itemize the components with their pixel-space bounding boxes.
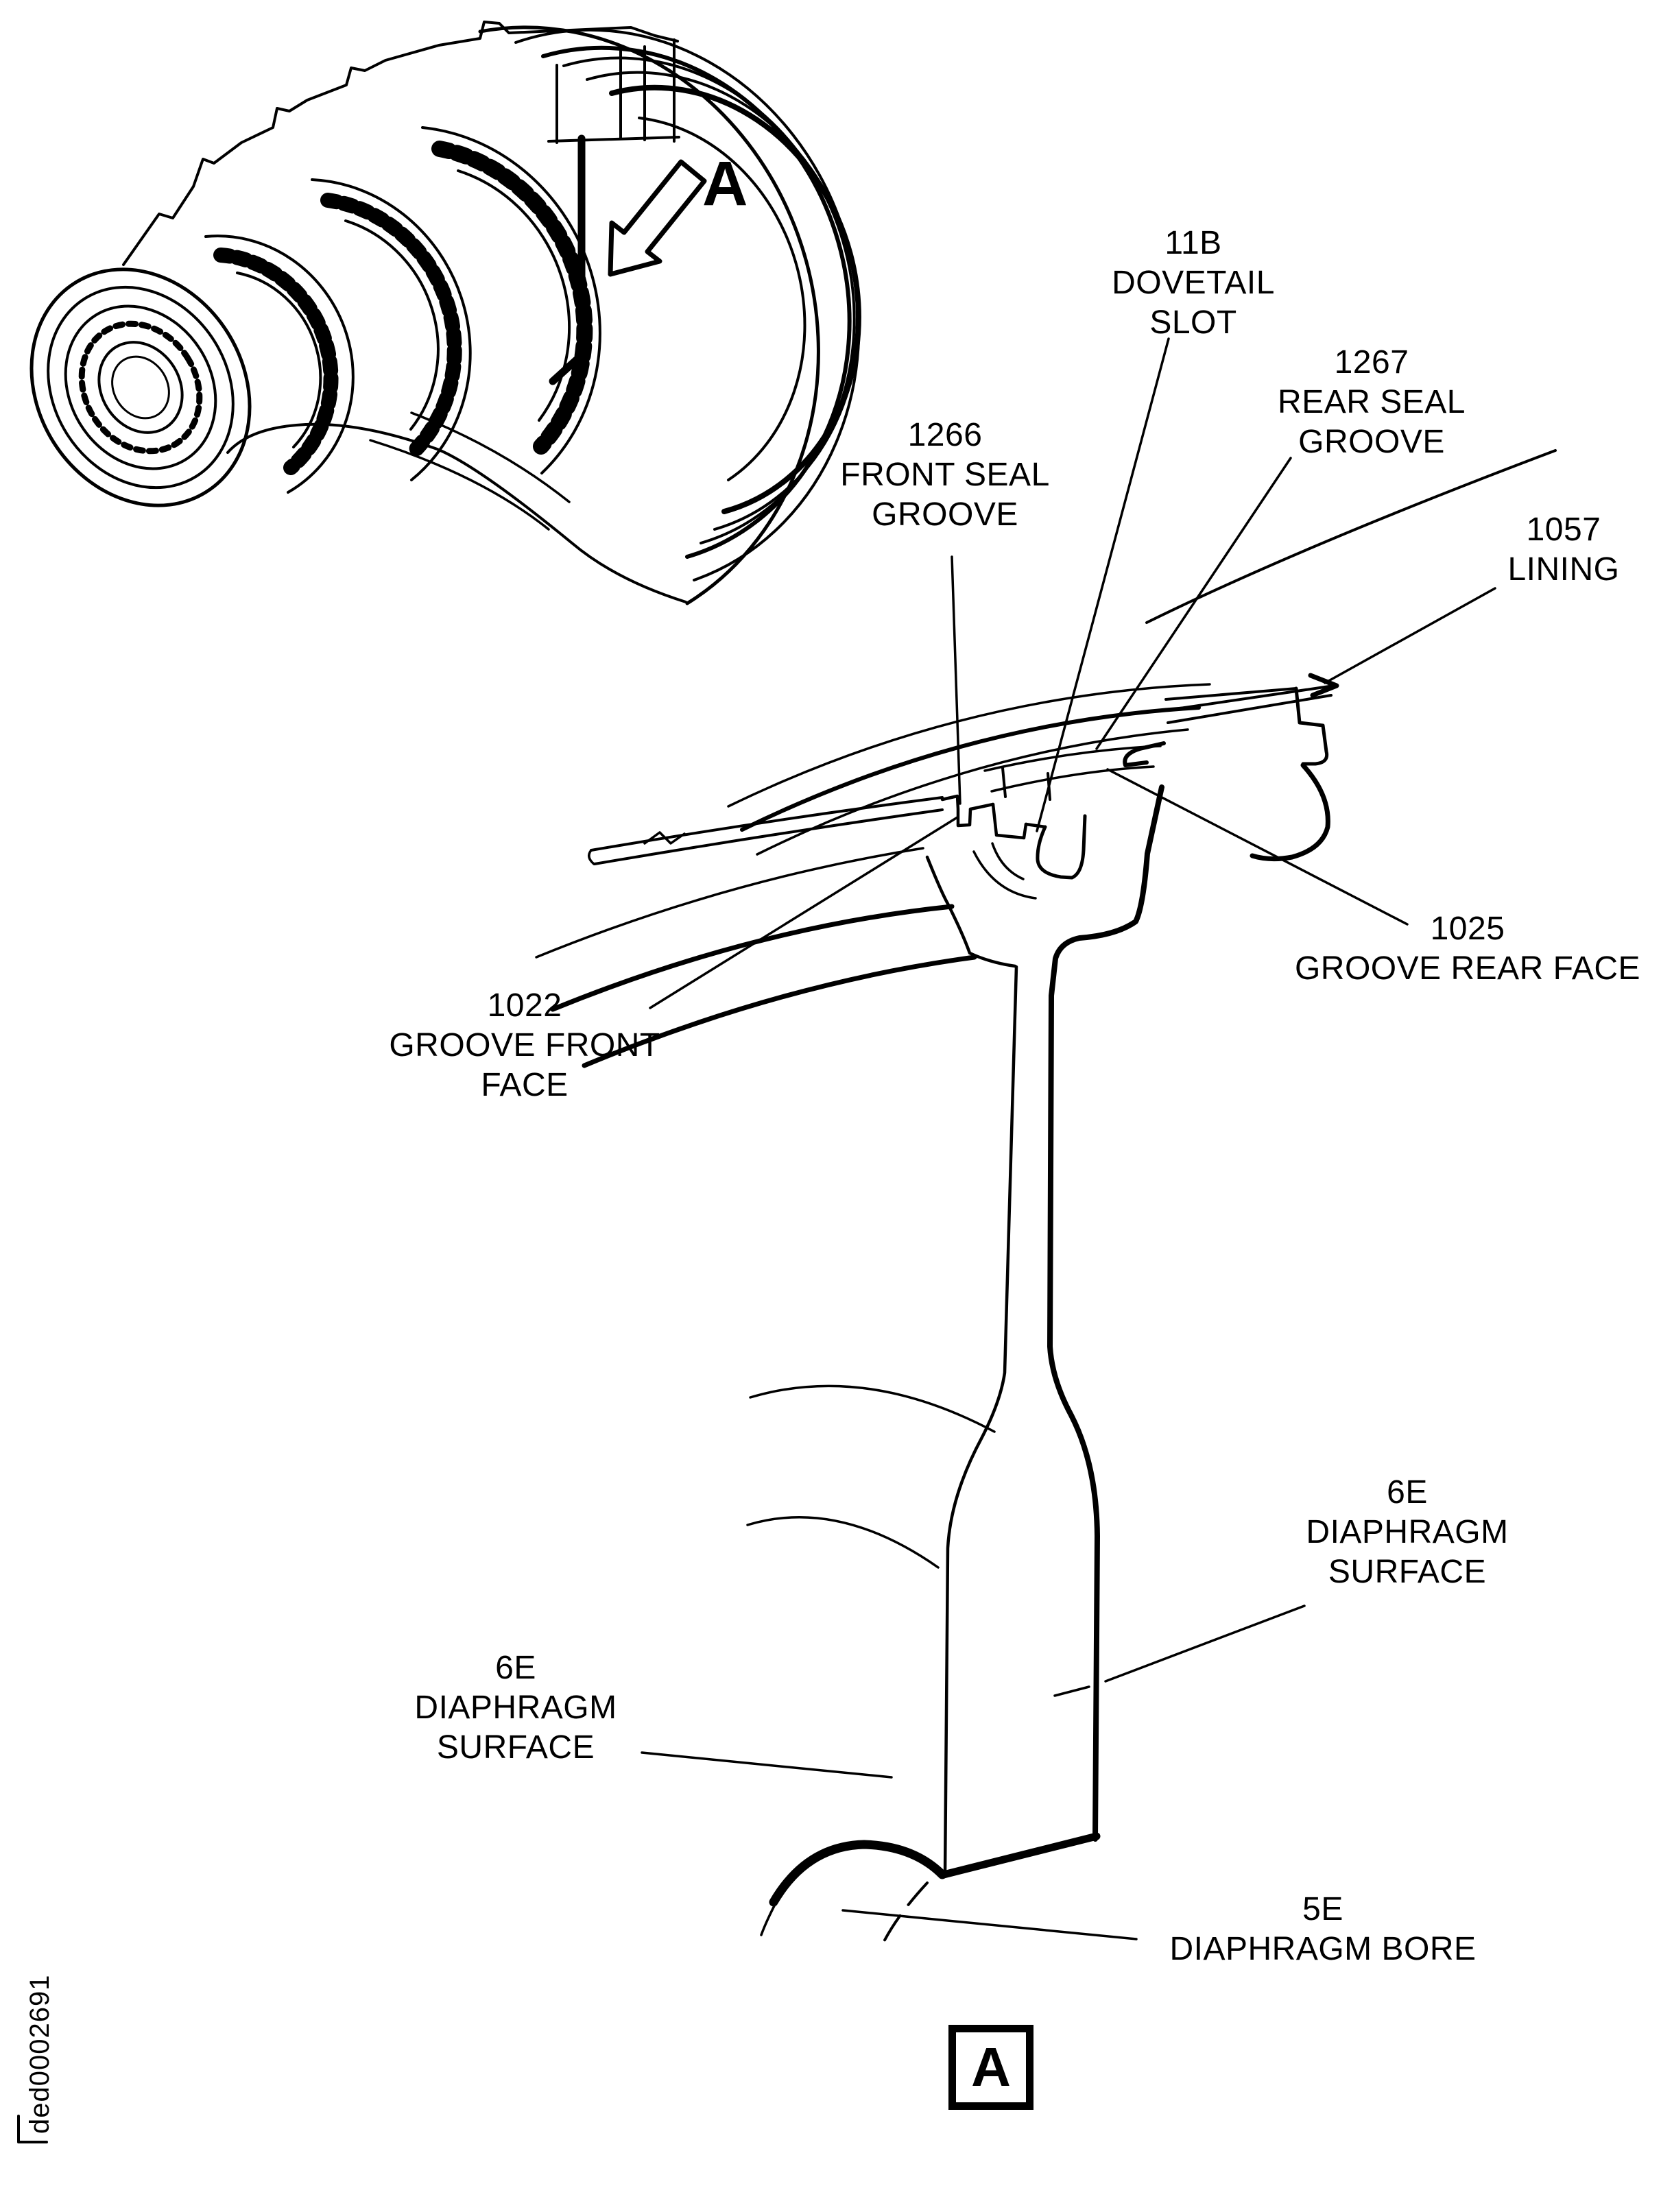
callout-line: SURFACE bbox=[436, 1729, 595, 1766]
vane-right-profile bbox=[1047, 784, 1164, 1842]
leader-front-seal-groove bbox=[951, 555, 961, 805]
callout-diaphragm-surface-left: 6E DIAPHRAGM SURFACE bbox=[414, 1648, 617, 1768]
vane-left-head-profile bbox=[925, 855, 1017, 968]
leader-dovetail-slot bbox=[1036, 337, 1170, 832]
document-number: ded0002691 bbox=[25, 1974, 55, 2134]
leader-diaphragm-surface-right bbox=[1104, 1604, 1306, 1683]
callout-line: 1025 bbox=[1430, 911, 1505, 947]
engine-belly-line bbox=[226, 422, 687, 603]
corner-bracket bbox=[17, 2115, 48, 2143]
front-flange-rings bbox=[29, 267, 252, 507]
callout-groove-front-face: 1022 GROOVE FRONT FACE bbox=[389, 986, 660, 1105]
section-cut-line bbox=[549, 134, 586, 385]
stator-stage-bands bbox=[204, 126, 601, 494]
callout-rear-seal-groove: 1267 REAR SEAL GROOVE bbox=[1278, 343, 1466, 462]
callout-line: DIAPHRAGM bbox=[1306, 1514, 1509, 1550]
detail-view-identifier-box: A bbox=[948, 2025, 1033, 2110]
callout-diaphragm-surface-right: 6E DIAPHRAGM SURFACE bbox=[1306, 1473, 1508, 1592]
leader-rear-seal-groove bbox=[1095, 457, 1292, 750]
diaphragm-bore-arcs bbox=[760, 1840, 947, 1953]
callout-line: DOVETAIL bbox=[1112, 265, 1275, 301]
leader-diaphragm-bore bbox=[841, 1909, 1138, 1940]
callout-line: DIAPHRAGM BORE bbox=[1169, 1931, 1477, 1967]
leader-diaphragm-surface-right-hidden-dash bbox=[1053, 1685, 1090, 1697]
detail-view-letter: A bbox=[971, 2036, 1011, 2097]
callout-line: DIAPHRAGM bbox=[414, 1690, 617, 1726]
outer-casing-arc bbox=[1145, 449, 1557, 624]
inner-cone-line bbox=[369, 439, 550, 531]
callout-line: FACE bbox=[481, 1067, 569, 1103]
diaphragm-foot-bottom-edge bbox=[940, 1832, 1101, 1879]
leader-groove-front-face bbox=[649, 816, 959, 1009]
view-arrow-letter: A bbox=[702, 149, 748, 219]
engine-top-silhouette bbox=[122, 21, 679, 266]
callout-line: GROOVE REAR FACE bbox=[1294, 950, 1641, 987]
callout-line: 1022 bbox=[487, 987, 562, 1024]
shroud-ring-arcs bbox=[535, 847, 977, 1068]
inner-cone-line bbox=[410, 411, 571, 503]
callout-line: FRONT SEAL bbox=[840, 457, 1050, 493]
view-a-arrow-icon bbox=[608, 159, 707, 277]
callout-line: 1267 bbox=[1334, 344, 1409, 381]
callout-line: 1057 bbox=[1526, 512, 1601, 548]
flow-path-arcs bbox=[746, 1384, 996, 1569]
callout-line: SLOT bbox=[1149, 304, 1237, 341]
callout-line: 5E bbox=[1302, 1891, 1343, 1927]
seal-grooves-and-dovetail-slot bbox=[940, 794, 1087, 900]
leader-lining bbox=[1324, 587, 1496, 684]
upper-casing-arcs bbox=[727, 683, 1211, 856]
callout-line: LINING bbox=[1507, 551, 1620, 588]
leader-groove-rear-face bbox=[1106, 768, 1409, 926]
detail-view-drawing bbox=[535, 449, 1557, 1953]
callout-groove-rear-face: 1025 GROOVE REAR FACE bbox=[1295, 909, 1640, 989]
callout-lining: 1057 LINING bbox=[1507, 510, 1619, 590]
sectioned-casing-block bbox=[547, 38, 680, 144]
callout-line: GROOVE bbox=[872, 496, 1018, 533]
callout-dovetail-slot: 11B DOVETAIL SLOT bbox=[1112, 224, 1275, 343]
callout-line: 1266 bbox=[907, 417, 983, 453]
left-shroud-panel bbox=[588, 796, 944, 865]
leader-diaphragm-surface-left bbox=[641, 1751, 893, 1779]
callout-line: GROOVE FRONT bbox=[389, 1027, 660, 1063]
lining-strip bbox=[1164, 673, 1339, 862]
callout-line: GROOVE bbox=[1298, 424, 1445, 460]
rear-casing-rings bbox=[478, 25, 861, 605]
callout-line: 6E bbox=[1387, 1474, 1428, 1511]
leader-lines bbox=[641, 337, 1496, 1940]
callout-diaphragm-bore: 5E DIAPHRAGM BORE bbox=[1169, 1890, 1476, 1969]
callout-line: REAR SEAL bbox=[1278, 384, 1466, 420]
callout-line: 11B bbox=[1164, 225, 1222, 261]
vane-left-stem-profile bbox=[943, 965, 1018, 1877]
callout-front-seal-groove: 1266 FRONT SEAL GROOVE bbox=[840, 416, 1050, 535]
callout-line: SURFACE bbox=[1328, 1554, 1487, 1590]
engine-cutaway-illustration bbox=[29, 21, 861, 605]
callout-line: 6E bbox=[495, 1650, 536, 1686]
